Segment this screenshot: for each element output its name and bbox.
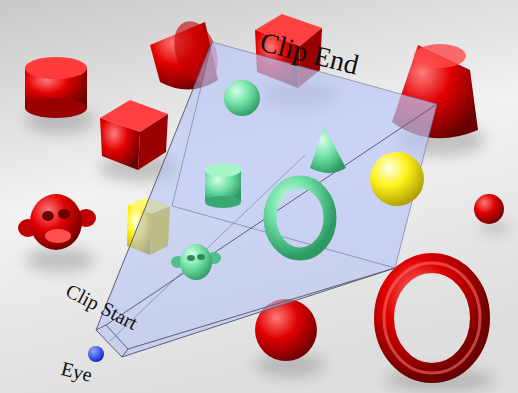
red-cylinder bbox=[25, 57, 87, 118]
yellow-sphere bbox=[370, 152, 424, 206]
red-sphere bbox=[474, 194, 504, 224]
red-cube bbox=[100, 100, 168, 170]
view-frustum bbox=[96, 42, 437, 357]
green-sphere bbox=[224, 80, 260, 116]
eye-point bbox=[88, 346, 104, 362]
green-torus bbox=[270, 182, 330, 254]
red-monkey bbox=[18, 194, 96, 250]
green-cone bbox=[310, 126, 346, 173]
green-monkey bbox=[171, 244, 221, 280]
green-cylinder bbox=[205, 163, 241, 208]
red-torus bbox=[384, 263, 480, 373]
